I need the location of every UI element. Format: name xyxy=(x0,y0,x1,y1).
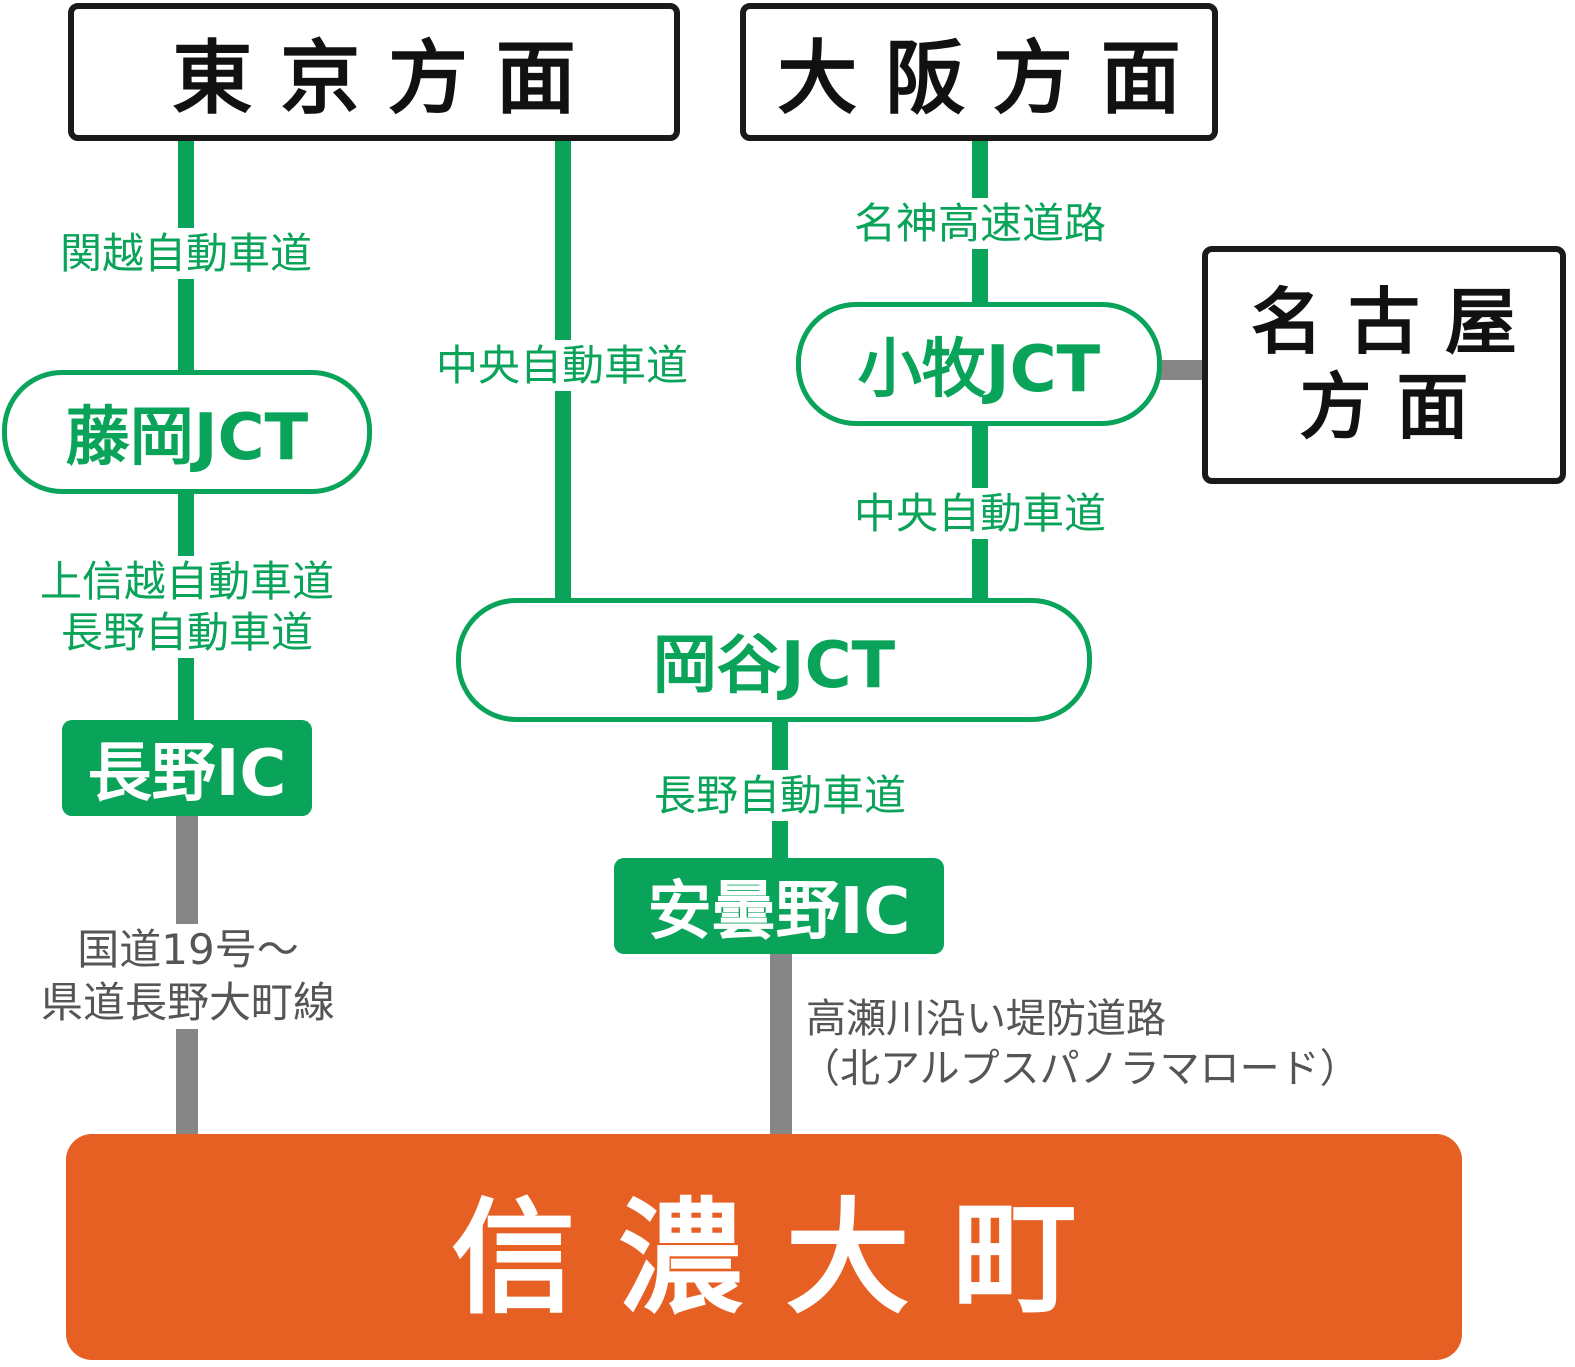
road-label-local-right-line1: 高瀬川沿い堤防道路 xyxy=(806,996,1166,1042)
destination-tokyo-label: 東 京 方 面 xyxy=(172,32,576,125)
road-label-local-left: 国道19号～ 県道長野大町線 xyxy=(12,924,364,1029)
road-label-local-right-line2: （北アルプスパノラマロード） xyxy=(800,1046,1360,1092)
destination-nagoya-label-line1: 名 古 屋 xyxy=(1250,280,1518,365)
road-label-chuo-tokyo: 中央自動車道 xyxy=(412,340,712,392)
junction-fujioka-label: 藤岡JCT xyxy=(65,401,309,475)
junction-komaki: 小牧JCT xyxy=(796,302,1162,426)
road-label-meishin: 名神高速道路 xyxy=(830,198,1130,250)
interchange-azumino-label: 安曇野IC xyxy=(647,875,911,949)
road-label-joshinetsu: 上信越自動車道 長野自動車道 xyxy=(12,556,362,659)
interchange-nagano: 長野IC xyxy=(62,720,312,816)
junction-okaya: 岡谷JCT xyxy=(456,598,1092,722)
road-label-local-right: 高瀬川沿い堤防道路 （北アルプスパノラマロード） xyxy=(800,994,1400,1094)
destination-tokyo: 東 京 方 面 xyxy=(68,3,680,141)
destination-nagoya-label-line2: 方 面 xyxy=(1299,365,1469,449)
route-nagoya-connector xyxy=(1160,360,1206,380)
junction-fujioka: 藤岡JCT xyxy=(2,370,372,494)
goal-shinano-omachi: 信 濃 大 町 xyxy=(66,1134,1462,1360)
goal-shinano-omachi-label: 信 濃 大 町 xyxy=(451,1187,1077,1331)
interchange-nagano-label: 長野IC xyxy=(87,737,287,811)
interchange-azumino: 安曇野IC xyxy=(614,858,944,954)
road-label-nagano-expressway: 長野自動車道 xyxy=(630,770,930,822)
road-label-chuo-komaki: 中央自動車道 xyxy=(830,488,1130,540)
destination-osaka: 大 阪 方 面 xyxy=(740,3,1218,141)
road-label-joshinetsu-line2: 長野自動車道 xyxy=(60,608,313,658)
road-label-local-left-line2: 県道長野大町線 xyxy=(40,977,335,1027)
road-label-local-left-line1: 国道19号～ xyxy=(77,925,299,974)
route-local-right-line xyxy=(770,950,792,1140)
road-label-joshinetsu-line1: 上信越自動車道 xyxy=(39,557,334,606)
junction-okaya-label: 岡谷JCT xyxy=(652,629,896,703)
destination-osaka-label: 大 阪 方 面 xyxy=(777,32,1181,125)
destination-nagoya: 名 古 屋 方 面 xyxy=(1202,246,1566,484)
junction-komaki-label: 小牧JCT xyxy=(857,333,1101,407)
road-label-kanetsu: 関越自動車道 xyxy=(36,228,336,280)
